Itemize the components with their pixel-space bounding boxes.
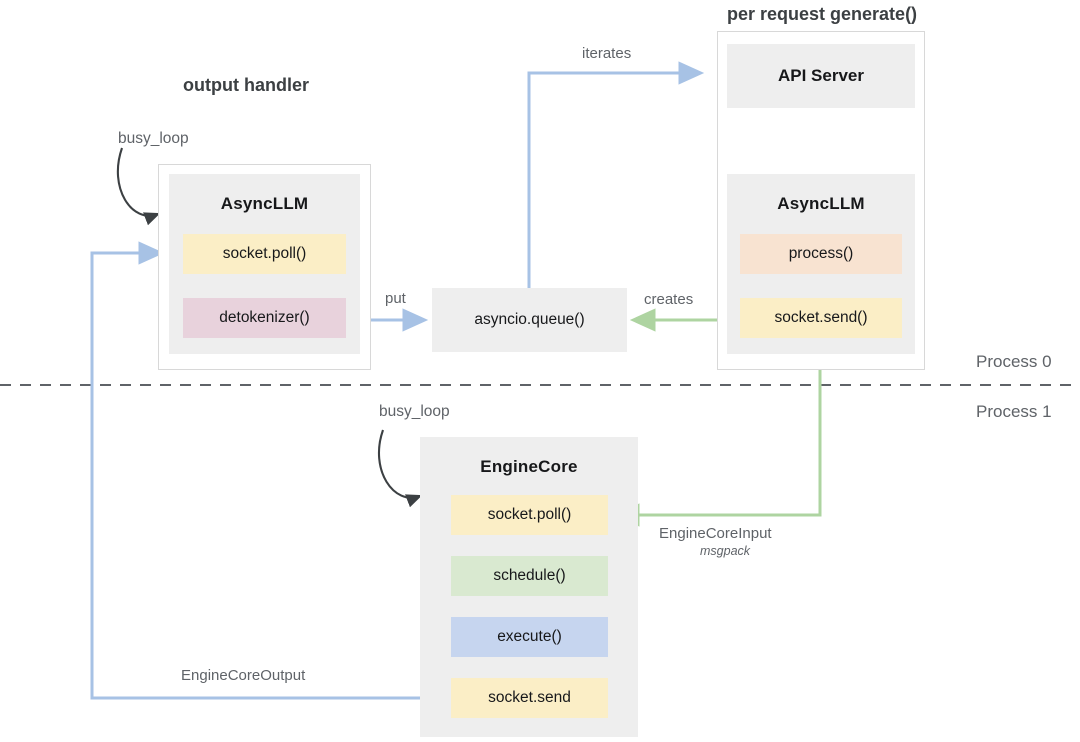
- edge-label-enginecore-input: EngineCoreInput: [659, 525, 772, 542]
- edge-label-creates: creates: [644, 291, 694, 308]
- enginecore-panel: EngineCore socket.poll() schedule() exec…: [420, 437, 638, 737]
- asyncllm-panel-right: AsyncLLM process() socket.send(): [727, 174, 915, 354]
- chip-socket-send-asyncllm[interactable]: socket.send(): [740, 298, 902, 338]
- chip-process[interactable]: process(): [740, 234, 902, 274]
- chip-socket-poll-asyncllm[interactable]: socket.poll(): [183, 234, 346, 274]
- asyncllm-title-left: AsyncLLM: [220, 194, 309, 213]
- edge-label-put: put: [385, 290, 406, 307]
- busy-loop-arrow-asyncllm: [116, 147, 161, 226]
- edge-iterates: [527, 61, 705, 291]
- edge-label-enginecore-output: EngineCoreOutput: [181, 667, 306, 684]
- asyncllm-panel-left: AsyncLLM socket.poll() detokenizer(): [169, 174, 360, 354]
- busy-loop-arrow-enginecore: [377, 429, 423, 508]
- chip-socket-send-enginecore[interactable]: socket.send: [451, 678, 608, 718]
- process-label-bottom: Process 1: [976, 402, 1052, 421]
- chip-execute[interactable]: execute(): [451, 617, 608, 657]
- edge-label-enginecore-input-sub: msgpack: [700, 544, 751, 558]
- asyncllm-title-right: AsyncLLM: [777, 194, 865, 213]
- busy-loop-label-output-handler: busy_loop: [118, 130, 189, 147]
- chip-socket-poll-enginecore[interactable]: socket.poll(): [451, 495, 608, 535]
- asyncio-queue-box[interactable]: asyncio.queue(): [432, 288, 627, 352]
- busy-loop-label-enginecore: busy_loop: [379, 403, 450, 420]
- chip-schedule[interactable]: schedule(): [451, 556, 608, 596]
- process-label-top: Process 0: [976, 352, 1052, 371]
- enginecore-title: EngineCore: [480, 457, 578, 476]
- api-server-box[interactable]: API Server: [727, 44, 915, 108]
- section-label-output-handler: output handler: [183, 75, 309, 95]
- section-label-per-request: per request generate(): [727, 4, 918, 24]
- edge-label-iterates: iterates: [582, 45, 632, 62]
- chip-detokenizer[interactable]: detokenizer(): [183, 298, 346, 338]
